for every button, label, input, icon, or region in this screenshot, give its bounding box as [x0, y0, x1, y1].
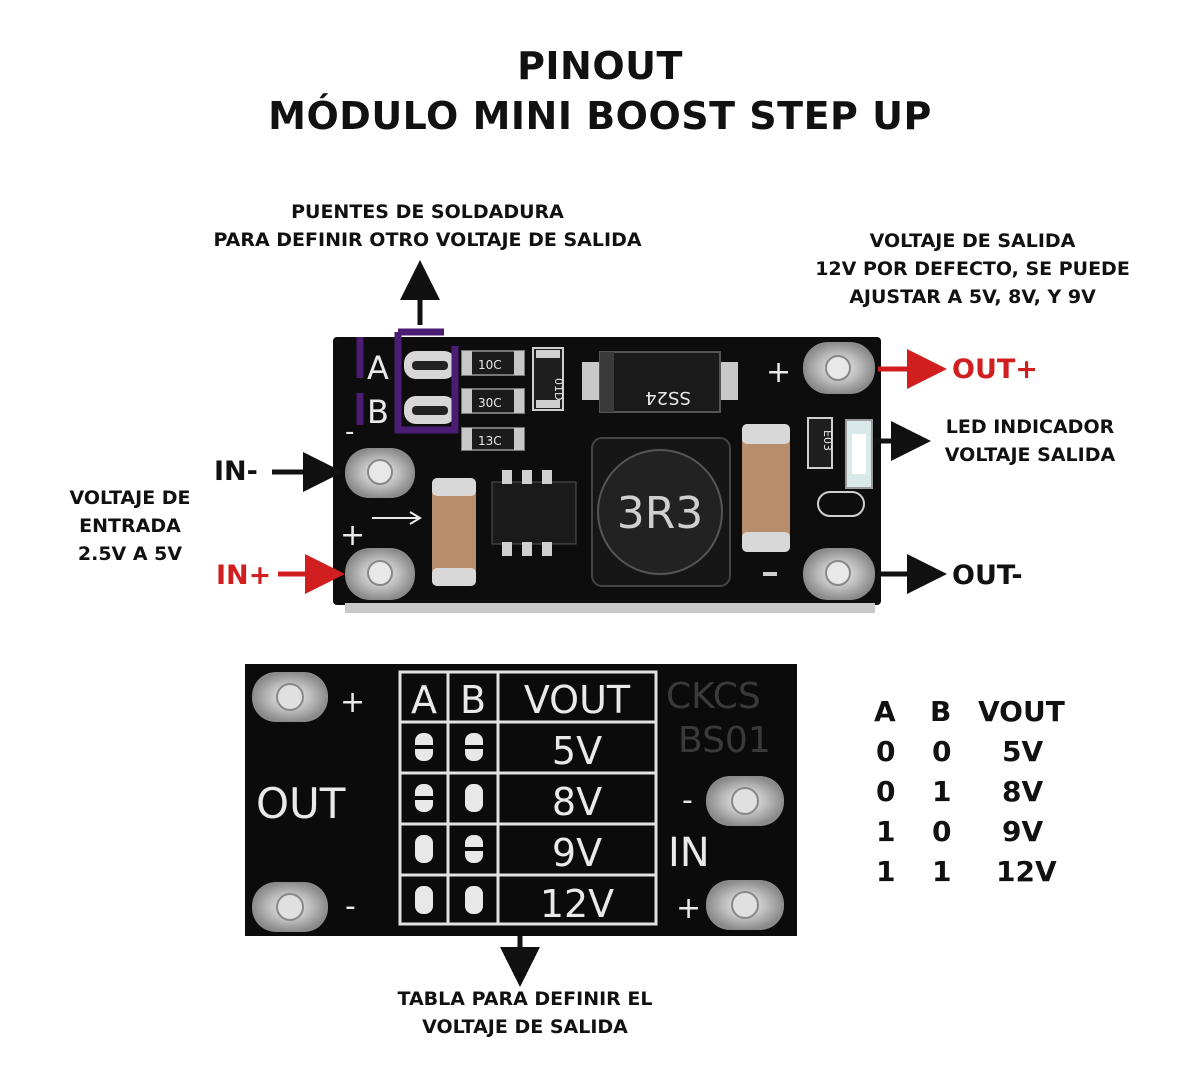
led-resistor: E03 — [807, 417, 834, 469]
bottom-in-plus-mark: + — [676, 891, 701, 926]
smd-component-small: 01D — [532, 347, 565, 411]
pad-in-plus — [345, 548, 415, 600]
truth-row-3-vout: 12V — [996, 855, 1057, 888]
boost-ic — [491, 470, 577, 556]
pad-a-silk: A — [367, 349, 389, 387]
solder-bridge-callout: PUENTES DE SOLDADURA PARA DEFINIR OTRO V… — [213, 201, 642, 251]
truth-row-3-a: 1 — [876, 855, 896, 888]
svg-text:13C: 13C — [478, 434, 502, 448]
svg-text:3R3: 3R3 — [617, 488, 704, 539]
svg-text:SS24: SS24 — [645, 387, 691, 408]
bottom-pad-out-plus — [252, 672, 328, 722]
pin-in-plus-label: IN+ — [216, 560, 272, 591]
bottom-pad-in-plus — [706, 880, 784, 930]
board-top-minus-mark: - — [345, 417, 354, 447]
bottom-out-minus-mark: - — [345, 889, 356, 924]
output-capacitor — [742, 424, 790, 552]
inductor-3r3: 3R3 — [591, 437, 731, 587]
truth-header-b: B — [930, 695, 952, 728]
pin-out-plus-label: OUT+ — [952, 354, 1038, 385]
truth-row-0-vout: 5V — [1002, 735, 1044, 768]
bottom-table-row-5v: 5V — [552, 729, 602, 773]
page-title-line1: PINOUT — [517, 44, 683, 88]
bottom-table-header-vout: VOUT — [524, 678, 631, 722]
solder-jumper-b — [404, 396, 456, 424]
svg-text:E03: E03 — [821, 430, 834, 451]
led-silk-outline — [817, 491, 865, 517]
solder-jumper-highlight — [356, 328, 459, 434]
truth-row-2-a: 1 — [876, 815, 896, 848]
board-top-in-plus-mark: + — [340, 518, 365, 553]
led-callout: LED INDICADOR VOLTAJE SALIDA — [944, 416, 1116, 466]
truth-row-3-b: 1 — [932, 855, 952, 888]
truth-row-1-a: 0 — [876, 775, 896, 808]
bottom-table-header-a: A — [411, 678, 437, 722]
bottom-jumper-pads — [413, 733, 485, 914]
truth-row-1-vout: 8V — [1002, 775, 1044, 808]
resistor-r3: 13C — [461, 427, 525, 451]
truth-table: A B VOUT 0 0 5V 0 1 8V 1 0 9V 1 1 12V — [860, 695, 1090, 895]
brand-bs01: BS01 — [678, 720, 771, 761]
bottom-table-row-8v: 8V — [552, 780, 602, 824]
page-title-line2: MÓDULO MINI BOOST STEP UP — [268, 94, 932, 138]
bottom-in-minus-mark: - — [682, 783, 693, 818]
truth-row-0-a: 0 — [876, 735, 896, 768]
bottom-in-label: IN — [668, 830, 710, 876]
pad-in-minus — [345, 448, 415, 498]
bottom-vout-table — [398, 670, 658, 926]
board-top-out-plus-mark: + — [766, 355, 791, 390]
bottom-pad-in-minus — [706, 776, 784, 826]
bottom-table-row-9v: 9V — [552, 831, 602, 875]
pad-b-silk: B — [367, 393, 389, 431]
resistor-r2: 30C — [461, 388, 525, 414]
input-voltage-callout: VOLTAJE DE ENTRADA 2.5V A 5V — [69, 487, 191, 565]
bottom-table-header-b: B — [460, 678, 486, 722]
pad-out-minus — [803, 548, 875, 600]
truth-row-1-b: 1 — [932, 775, 952, 808]
output-voltage-callout: VOLTAJE DE SALIDA 12V POR DEFECTO, SE PU… — [815, 230, 1130, 308]
resistor-r1: 10C — [461, 350, 525, 376]
truth-header-vout: VOUT — [978, 695, 1065, 728]
schottky-diode: SS24 — [582, 351, 738, 413]
svg-text:10C: 10C — [478, 358, 502, 372]
brand-ckcs: CKCS — [666, 676, 761, 717]
truth-header-a: A — [874, 695, 896, 728]
board-bottom: + - OUT IN - + CKCS BS01 A B VOUT 5V 8V … — [245, 664, 797, 936]
input-capacitor — [432, 478, 476, 586]
bottom-out-label: OUT — [256, 779, 346, 828]
pin-out-minus-label: OUT- — [952, 560, 1023, 591]
pad-out-plus — [803, 342, 875, 394]
truth-row-0-b: 0 — [932, 735, 952, 768]
board-top: A B - + + 10C 30C 13C 01D — [333, 328, 881, 613]
pin-in-minus-label: IN- — [214, 456, 258, 487]
truth-row-2-b: 0 — [932, 815, 952, 848]
table-note-callout: TABLA PARA DEFINIR EL VOLTAJE DE SALIDA — [397, 988, 653, 1038]
svg-text:01D: 01D — [552, 378, 565, 400]
svg-text:30C: 30C — [478, 396, 502, 410]
bottom-table-row-12v: 12V — [540, 882, 614, 926]
bottom-pad-out-minus — [252, 882, 328, 932]
bottom-out-plus-mark: + — [340, 685, 365, 720]
indicator-led — [845, 419, 873, 489]
truth-row-2-vout: 9V — [1002, 815, 1044, 848]
solder-jumper-a — [404, 351, 456, 379]
